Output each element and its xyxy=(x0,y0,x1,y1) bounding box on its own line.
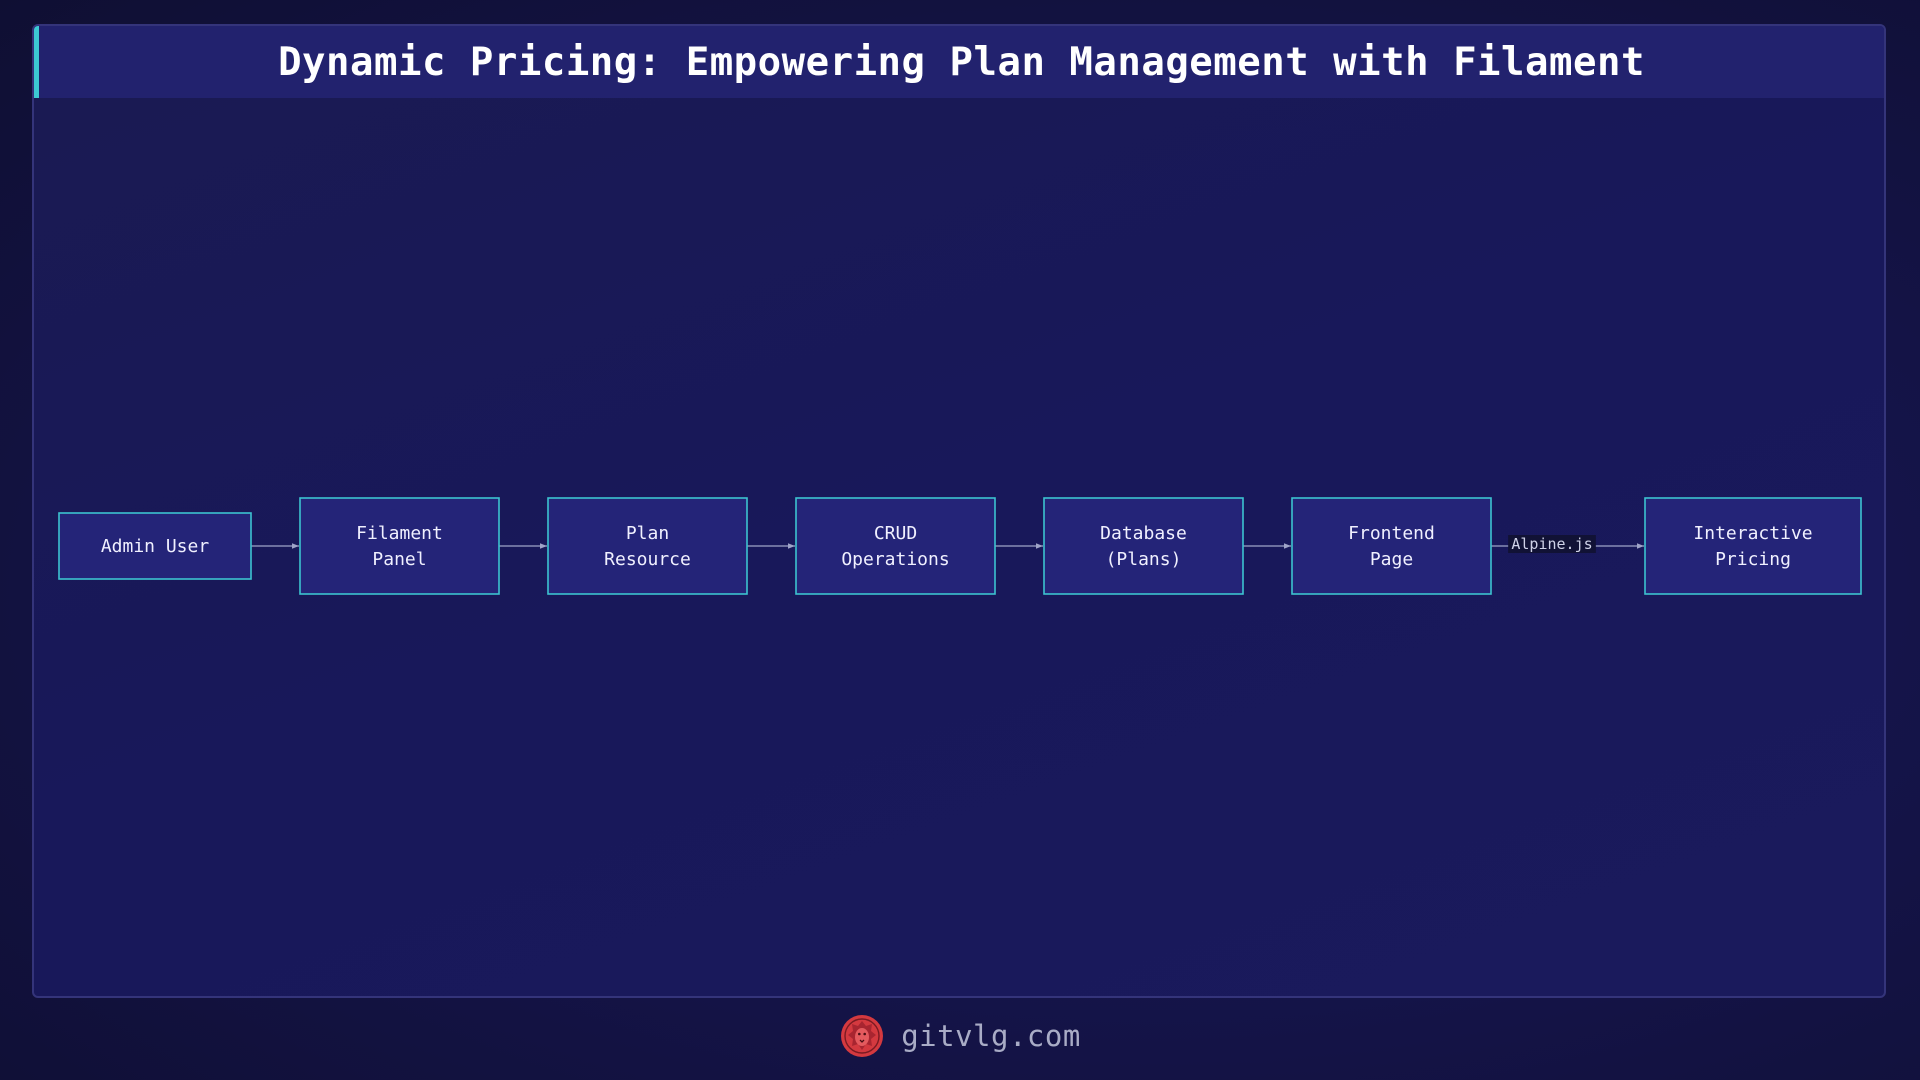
node-box xyxy=(1291,497,1492,595)
node-label: CRUD xyxy=(874,523,917,544)
node-label: Interactive xyxy=(1693,523,1812,544)
node-box xyxy=(1644,497,1862,595)
node-box xyxy=(547,497,748,595)
node-label: Database xyxy=(1100,523,1187,544)
node-label: Page xyxy=(1370,549,1413,570)
node-box xyxy=(1043,497,1244,595)
site-url[interactable]: gitvlg.com xyxy=(901,1019,1081,1053)
node-label: Operations xyxy=(841,549,949,570)
edge-label-background xyxy=(1508,535,1596,553)
node-box xyxy=(58,512,252,580)
node-crud: CRUD Operations xyxy=(795,497,996,595)
page-title: Dynamic Pricing: Empowering Plan Managem… xyxy=(278,39,1645,85)
node-label: Panel xyxy=(372,549,426,570)
footer: gitvlg.com xyxy=(0,1008,1920,1064)
node-label: (Plans) xyxy=(1106,549,1182,570)
node-box xyxy=(299,497,500,595)
node-label: Frontend xyxy=(1348,523,1435,544)
node-label: Admin User xyxy=(101,536,210,557)
node-label: Plan xyxy=(626,523,669,544)
node-label: Filament xyxy=(356,523,443,544)
edge-label: Alpine.js xyxy=(1511,535,1592,553)
node-box xyxy=(795,497,996,595)
node-db: Database (Plans) xyxy=(1043,497,1244,595)
title-bar: Dynamic Pricing: Empowering Plan Managem… xyxy=(34,26,1884,98)
lion-head-icon xyxy=(841,1015,884,1057)
node-label: Pricing xyxy=(1715,549,1791,570)
node-admin: Admin User xyxy=(58,512,252,580)
node-label: Resource xyxy=(604,549,691,570)
edges-layer: Alpine.js xyxy=(251,535,1644,553)
